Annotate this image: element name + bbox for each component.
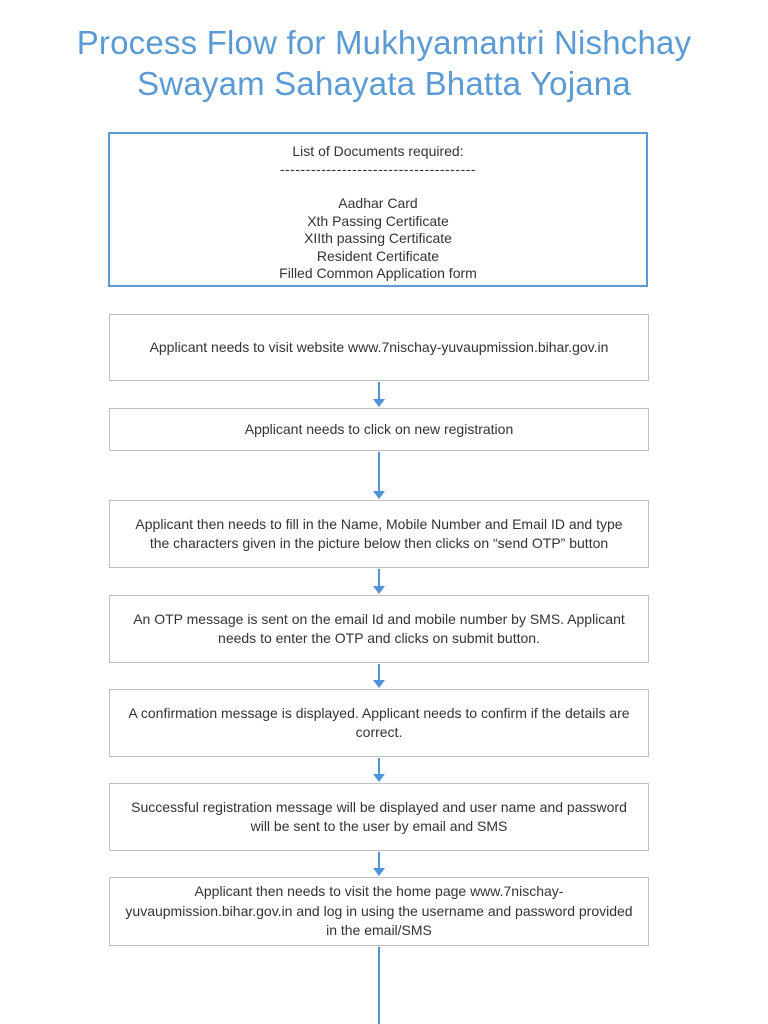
- arrow-shaft: [378, 452, 380, 491]
- documents-list: Aadhar Card Xth Passing Certificate XIIt…: [110, 195, 646, 283]
- flow-step-text: Applicant then needs to visit the home p…: [125, 883, 633, 939]
- flow-arrow-2: [372, 452, 386, 499]
- flow-step-text: An OTP message is sent on the email Id a…: [133, 610, 625, 647]
- arrow-head-icon: [373, 868, 385, 876]
- arrow-shaft: [378, 852, 380, 868]
- flow-step-confirmation: A confirmation message is displayed. App…: [109, 689, 649, 757]
- arrow-head-icon: [373, 491, 385, 499]
- arrow-shaft: [378, 758, 380, 774]
- document-item: Resident Certificate: [316, 247, 440, 264]
- flow-step-fill-details: Applicant then needs to fill in the Name…: [109, 500, 649, 568]
- page-title: Process Flow for Mukhyamantri Nishchay S…: [0, 22, 768, 104]
- flow-arrow-6: [372, 852, 386, 876]
- flow-step-enter-otp: An OTP message is sent on the email Id a…: [109, 595, 649, 663]
- flow-step-text: Applicant needs to click on new registra…: [244, 420, 514, 437]
- flow-arrow-3: [372, 569, 386, 594]
- arrow-head-icon: [373, 680, 385, 688]
- arrow-head-icon: [373, 774, 385, 782]
- flow-step-text: Successful registration message will be …: [131, 798, 627, 835]
- page-title-line1: Process Flow for Mukhyamantri Nishchay: [76, 24, 692, 61]
- document-item: Filled Common Application form: [279, 265, 477, 281]
- arrow-shaft: [378, 569, 380, 586]
- arrow-shaft: [378, 664, 380, 680]
- document-item: XIIth passing Certificate: [304, 230, 452, 246]
- page-title-line2: Swayam Sahayata Bhatta Yojana: [137, 65, 631, 102]
- flow-arrow-4: [372, 664, 386, 688]
- flow-connector-line: [378, 947, 380, 1024]
- document-item: Xth Passing Certificate: [307, 212, 449, 229]
- documents-heading: List of Documents required:: [292, 143, 464, 159]
- arrow-head-icon: [373, 586, 385, 594]
- documents-required-box: List of Documents required: ------------…: [108, 132, 648, 287]
- flow-step-text: A confirmation message is displayed. App…: [128, 704, 630, 741]
- flow-step-successful-registration: Successful registration message will be …: [109, 783, 649, 851]
- documents-separator: --------------------------------------: [279, 160, 477, 177]
- document-item: Aadhar Card: [338, 195, 418, 211]
- flow-step-text: Applicant then needs to fill in the Name…: [135, 515, 623, 552]
- arrow-shaft: [378, 382, 380, 399]
- flow-arrow-1: [372, 382, 386, 407]
- flow-step-text: Applicant needs to visit website www.7ni…: [149, 338, 609, 355]
- flow-step-login-homepage: Applicant then needs to visit the home p…: [109, 877, 649, 946]
- flow-step-new-registration: Applicant needs to click on new registra…: [109, 408, 649, 451]
- arrow-head-icon: [373, 399, 385, 407]
- flow-step-visit-website: Applicant needs to visit website www.7ni…: [109, 314, 649, 381]
- flow-arrow-5: [372, 758, 386, 782]
